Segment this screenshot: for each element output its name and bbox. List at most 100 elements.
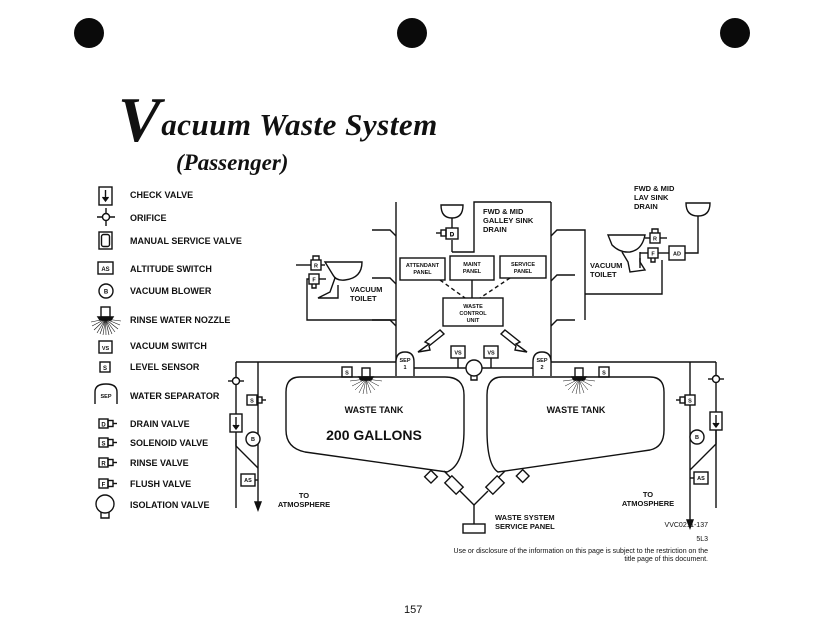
sv-right-label: S — [688, 399, 692, 405]
vacuum-toilet-left — [296, 255, 396, 321]
svg-text:F: F — [102, 483, 106, 489]
rinse-nozzle-left — [349, 367, 383, 395]
binder-hole-right — [720, 18, 750, 48]
exhaust-arrow-left — [253, 501, 263, 512]
control-arrow-right — [499, 329, 528, 353]
blower-left-label: B — [251, 437, 255, 443]
ad-label: AD — [673, 252, 681, 258]
toilet-left-line-2: TOILET — [350, 294, 377, 303]
lav-drain-line-2: LAV SINK — [634, 193, 669, 202]
solenoid-valve-left — [246, 394, 266, 406]
lav-drain-line-1: FWD & MID — [634, 184, 675, 193]
svg-text:AS: AS — [101, 267, 109, 273]
legend-label-vacuum-switch: VACUUM SWITCH — [130, 341, 207, 351]
tank-left-capacity: 200 GALLONS — [326, 427, 422, 443]
check-valve-right — [709, 411, 723, 431]
service-panel — [499, 255, 547, 279]
waste-control-unit — [442, 297, 504, 327]
attendant-panel — [399, 257, 446, 281]
manual-service-valve-icon — [98, 231, 113, 250]
vacuum-switch-1 — [450, 345, 466, 368]
svg-text:SEP: SEP — [100, 394, 111, 400]
title-rest: acuum Waste System — [161, 107, 438, 142]
tank-right-label: WASTE TANK — [547, 405, 606, 415]
rinse-nozzle-right — [562, 367, 596, 395]
control-unit-line-3: UNIT — [467, 318, 480, 324]
svg-text:S: S — [101, 442, 105, 448]
galley-drain-line-1: FWD & MID — [483, 207, 524, 216]
page-subtitle: (Passenger) — [176, 150, 289, 175]
restriction-notice: Use or disclosure of the information on … — [453, 548, 708, 564]
isolation-valve-icon — [95, 494, 115, 519]
galley-drain-valve: D — [436, 227, 459, 240]
maint-panel-line-1: MAINT — [463, 262, 481, 268]
check-valve-left — [229, 413, 243, 433]
flush-left-label: F — [312, 278, 316, 284]
vacuum-header-lines — [372, 202, 575, 362]
orifice-left — [228, 376, 244, 386]
drain-valve-label: D — [450, 232, 454, 238]
legend-label-rinse-water-nozzle: RINSE WATER NOZZLE — [130, 315, 231, 325]
rinse-valve-icon: R — [98, 457, 117, 468]
rinse-right-label: R — [653, 237, 657, 243]
vacuum-blower-left — [235, 431, 261, 469]
waste-tank-right — [486, 376, 665, 473]
legend-label-orifice: ORIFICE — [130, 213, 167, 223]
as-right-label: AS — [697, 476, 705, 482]
rinse-left-label: R — [314, 264, 318, 270]
maint-panel-line-2: PANEL — [463, 269, 482, 275]
altitude-switch-left — [240, 473, 258, 487]
legend-label-water-separator: WATER SEPARATOR — [130, 391, 220, 401]
svg-text:D: D — [101, 423, 106, 429]
legend-label-drain-valve: DRAIN VALVE — [130, 419, 190, 429]
level-sensor-icon: S — [99, 361, 111, 373]
ls-right-label: S — [602, 371, 606, 377]
waste-tank-left — [285, 376, 465, 473]
galley-drain-line-2: GALLEY SINK — [483, 216, 534, 225]
svg-text:B: B — [104, 290, 109, 296]
service-panel-label-line-2: SERVICE PANEL — [495, 522, 555, 531]
sep2-line-2: 2 — [540, 365, 543, 371]
orifice-icon — [97, 208, 115, 226]
legend-label-solenoid-valve: SOLENOID VALVE — [130, 438, 209, 448]
solenoid-valve-icon: S — [98, 437, 117, 448]
page-number: 157 — [404, 604, 423, 616]
toilet-right-line-1: VACUUM — [590, 261, 622, 270]
binder-hole-center — [397, 18, 427, 48]
binder-hole-left — [74, 18, 104, 48]
figure-id: VVC0211-137 — [664, 522, 708, 529]
ls-left-label: S — [345, 371, 349, 377]
sep1-line-2: 1 — [403, 365, 406, 371]
level-sensor-right — [598, 366, 610, 378]
center-isolation-valve — [465, 359, 483, 381]
attendant-panel-line-1: ATTENDANT — [406, 263, 440, 269]
title-initial: V — [118, 84, 162, 155]
flush-valve-icon: F — [98, 478, 117, 489]
water-separator-icon: SEP — [94, 383, 118, 404]
solenoid-valve-right — [676, 394, 696, 406]
legend-label-level-sensor: LEVEL SENSOR — [130, 362, 200, 372]
attendant-panel-line-2: PANEL — [413, 270, 432, 276]
atmosphere-right-line-2: ATMOSPHERE — [622, 499, 674, 508]
altitude-switch-icon: AS — [97, 261, 114, 275]
rinse-water-nozzle-icon — [90, 306, 122, 336]
altitude-switch-right — [690, 471, 709, 485]
level-sensor-left — [341, 366, 353, 378]
service-panel-line-2: PANEL — [514, 269, 533, 275]
toilet-left-line-1: VACUUM — [350, 285, 382, 294]
lav-drain-line-3: DRAIN — [634, 202, 658, 211]
blower-right-label: B — [695, 435, 699, 441]
orifice-right — [708, 374, 724, 384]
vs1-label: VS — [454, 351, 462, 357]
service-panel-label-line-1: WASTE SYSTEM — [495, 513, 555, 522]
svg-text:VS: VS — [102, 346, 110, 352]
flush-right-label: F — [651, 252, 655, 258]
atmosphere-left-line-2: ATMOSPHERE — [278, 500, 330, 509]
legend-label-isolation-valve: ISOLATION VALVE — [130, 500, 210, 510]
legend-label-altitude-switch: ALTITUDE SWITCH — [130, 264, 212, 274]
vs2-label: VS — [487, 351, 495, 357]
vacuum-blower-right — [689, 429, 717, 471]
figure-code: 5L3 — [696, 536, 708, 543]
control-unit-line-1: WASTE — [463, 304, 483, 310]
